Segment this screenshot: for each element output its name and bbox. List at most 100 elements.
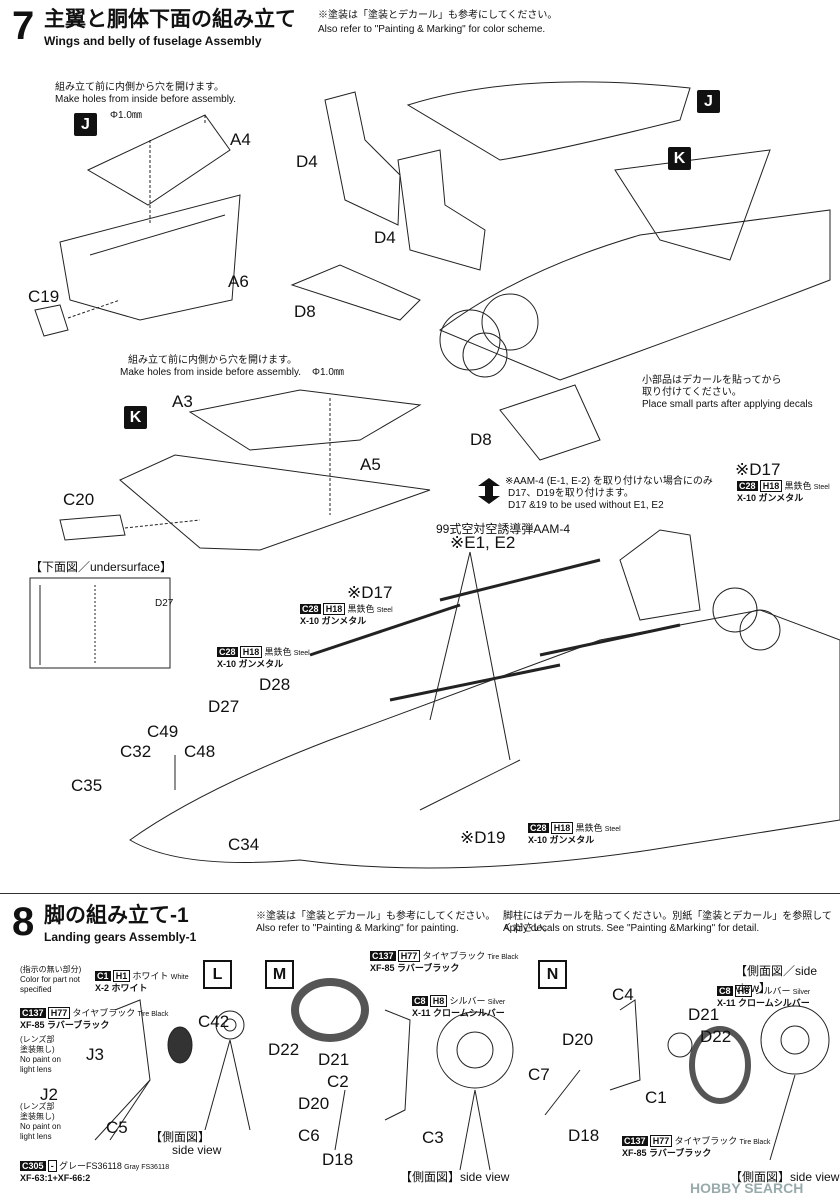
missile-3 — [389, 663, 561, 702]
paint-box-tire-l: C137 H77 タイヤブラック Tire Black XF-85 ラバーブラッ… — [20, 1007, 168, 1031]
part-d17-label: ※D17 — [347, 583, 393, 602]
legend-box: (指示の無い部分) Color for part not specified — [20, 965, 81, 995]
lens-a-en1: No paint on — [20, 1055, 61, 1064]
part-c34-label: C34 — [228, 835, 260, 854]
lens-a-jp: (レンズ部 — [20, 1035, 55, 1044]
step7-paint-note-jp: ※塗装は「塗装とデカール」も参考にしてください。 — [318, 10, 558, 21]
paint-name: XF-85 ラバーブラック — [20, 1020, 110, 1030]
n-strut-shape — [609, 999, 641, 1091]
part-c32-label: C32 — [120, 742, 152, 761]
side-view-l-jp: 【側面図】 — [150, 1130, 211, 1144]
paint-h-code: H18 — [322, 603, 346, 615]
marker-k-wing: K — [668, 147, 691, 170]
part-d18-m-label: D18 — [322, 1150, 354, 1169]
part-d22-m-label: D22 — [268, 1040, 300, 1059]
lens-note-a: (レンズ部 塗装無し) No paint on light lens — [20, 1035, 61, 1075]
paint-en: Tire Black — [739, 1139, 771, 1146]
paint-h-code: H77 — [649, 1135, 673, 1147]
l-strut-shape — [109, 999, 151, 1141]
part-d20-n-label: D20 — [562, 1030, 594, 1049]
watermark: HOBBY SEARCH — [690, 1180, 804, 1196]
paint-name: XF-85 ラバーブラック — [370, 963, 460, 973]
part-d21-n-label: D21 — [688, 1005, 720, 1024]
hole-note-k-jp: 組み立て前に内側から穴を開けます。 — [128, 355, 297, 366]
vertical-tail-shape — [619, 529, 701, 621]
part-a3-shape — [188, 389, 422, 451]
paint-code: C137 — [622, 1136, 648, 1146]
n-tire-shape — [689, 1026, 751, 1104]
missile-2 — [309, 603, 461, 657]
part-d18-n-label: D18 — [568, 1126, 600, 1145]
step8-title-en: Landing gears Assembly-1 — [44, 930, 197, 944]
paint-code: C1 — [95, 971, 111, 981]
paint-h-code: H77 — [47, 1007, 71, 1019]
paint-h-code: - — [47, 1160, 57, 1172]
paint-en: Steel — [813, 484, 830, 491]
part-c1-label: C1 — [645, 1088, 667, 1107]
part-j3-label: J3 — [86, 1045, 104, 1064]
part-d8a-shape — [290, 264, 421, 321]
missile-4 — [539, 623, 681, 657]
part-a3-label: A3 — [172, 392, 193, 411]
part-a6-shape — [59, 194, 241, 321]
double-arrow-icon — [478, 478, 500, 504]
part-d20-m-label: D20 — [298, 1094, 330, 1113]
marker-l: L — [203, 960, 232, 989]
paint-name: X-10 ガンメタル — [528, 835, 595, 845]
small-parts-note-jp: 小部品はデカールを貼ってから — [642, 375, 782, 386]
part-c3-label: C3 — [422, 1128, 444, 1147]
part-d19-label: ※D19 — [460, 828, 506, 847]
part-d8b-shape — [499, 384, 601, 461]
part-c20-label: C20 — [63, 490, 95, 509]
step7-paint-note-en: Also refer to "Painting & Marking" for c… — [318, 24, 546, 35]
hole-note-k-en: Make holes from inside before assembly. — [120, 367, 302, 378]
undersurface-label: 【下面図／undersurface】 — [30, 560, 173, 574]
step7-title-jp: 主翼と胴体下面の組み立て — [44, 8, 296, 31]
m-tire-shape — [291, 978, 369, 1042]
paint-box-d17b: C28 H18 黒鉄色 Steel X-10 ガンメタル — [300, 603, 393, 627]
aam-note-jp: ※AAM-4 (E-1, E-2) を取り付けない場合にのみ — [505, 476, 713, 487]
paint-en: White — [170, 974, 189, 981]
part-d27-inset-label: D27 — [155, 598, 174, 609]
paint-name: XF-85 ラバーブラック — [622, 1148, 712, 1158]
legend-en2: specified — [20, 985, 52, 994]
paint-code: C8 — [412, 996, 428, 1006]
paint-jp: ホワイト — [132, 971, 169, 981]
paint-jp: タイヤブラック — [72, 1008, 136, 1018]
lens-a-en2: light lens — [20, 1065, 52, 1074]
paint-code: C305 — [20, 1161, 46, 1171]
paint-code: C137 — [370, 951, 396, 961]
part-a5-shape — [119, 454, 431, 551]
paint-en: Tire Black — [137, 1011, 169, 1018]
step8-title-jp: 脚の組み立て-1 — [44, 904, 189, 927]
paint-box-d17: C28 H18 黒鉄色 Steel X-10 ガンメタル — [737, 480, 830, 504]
paint-h-code: H8 — [429, 995, 448, 1007]
paint-jp: シルバー — [754, 986, 791, 996]
part-c48-label: C48 — [184, 742, 216, 761]
part-c19-label: C19 — [28, 287, 60, 306]
paint-name: X-11 クロームシルバー — [717, 998, 810, 1008]
paint-en: Gray FS36118 — [124, 1164, 170, 1171]
part-a5-label: A5 — [360, 455, 381, 474]
marker-j: J — [74, 113, 97, 136]
missile-label: 99式空対空誘導弾AAM-4 — [436, 522, 571, 536]
paint-en: Steel — [293, 650, 310, 657]
paint-code: C28 — [217, 647, 238, 657]
l-wheel-shape — [167, 1026, 193, 1064]
part-k-wing-shape — [614, 149, 771, 261]
paint-box-silver-m: C8 H8 シルバー Silver X-11 クロームシルバー — [412, 995, 505, 1019]
paint-h-code: H18 — [550, 822, 574, 834]
hole-size-j: Φ1.0㎜ — [110, 110, 142, 121]
paint-h-code: H77 — [397, 950, 421, 962]
paint-name: XF-63:1+XF-66:2 — [20, 1173, 91, 1183]
side-view-l-en: side view — [172, 1143, 222, 1157]
part-c49-label: C49 — [147, 722, 179, 741]
step7-title-en: Wings and belly of fuselage Assembly — [44, 34, 262, 48]
aam-note-jp2: D17、D19を取り付けます。 — [508, 488, 634, 499]
paint-box-tire-n: C137 H77 タイヤブラック Tire Black XF-85 ラバーブラッ… — [622, 1135, 770, 1159]
paint-en: Steel — [604, 826, 621, 833]
paint-name: X-10 ガンメタル — [300, 616, 367, 626]
paint-jp: 黒鉄色 — [264, 647, 292, 657]
decal-note-jp: 脚柱にはデカールを貼ってください。別紙「塗装とデカール」を参照してください。 — [503, 911, 832, 934]
paint-en: Tire Black — [487, 954, 519, 961]
